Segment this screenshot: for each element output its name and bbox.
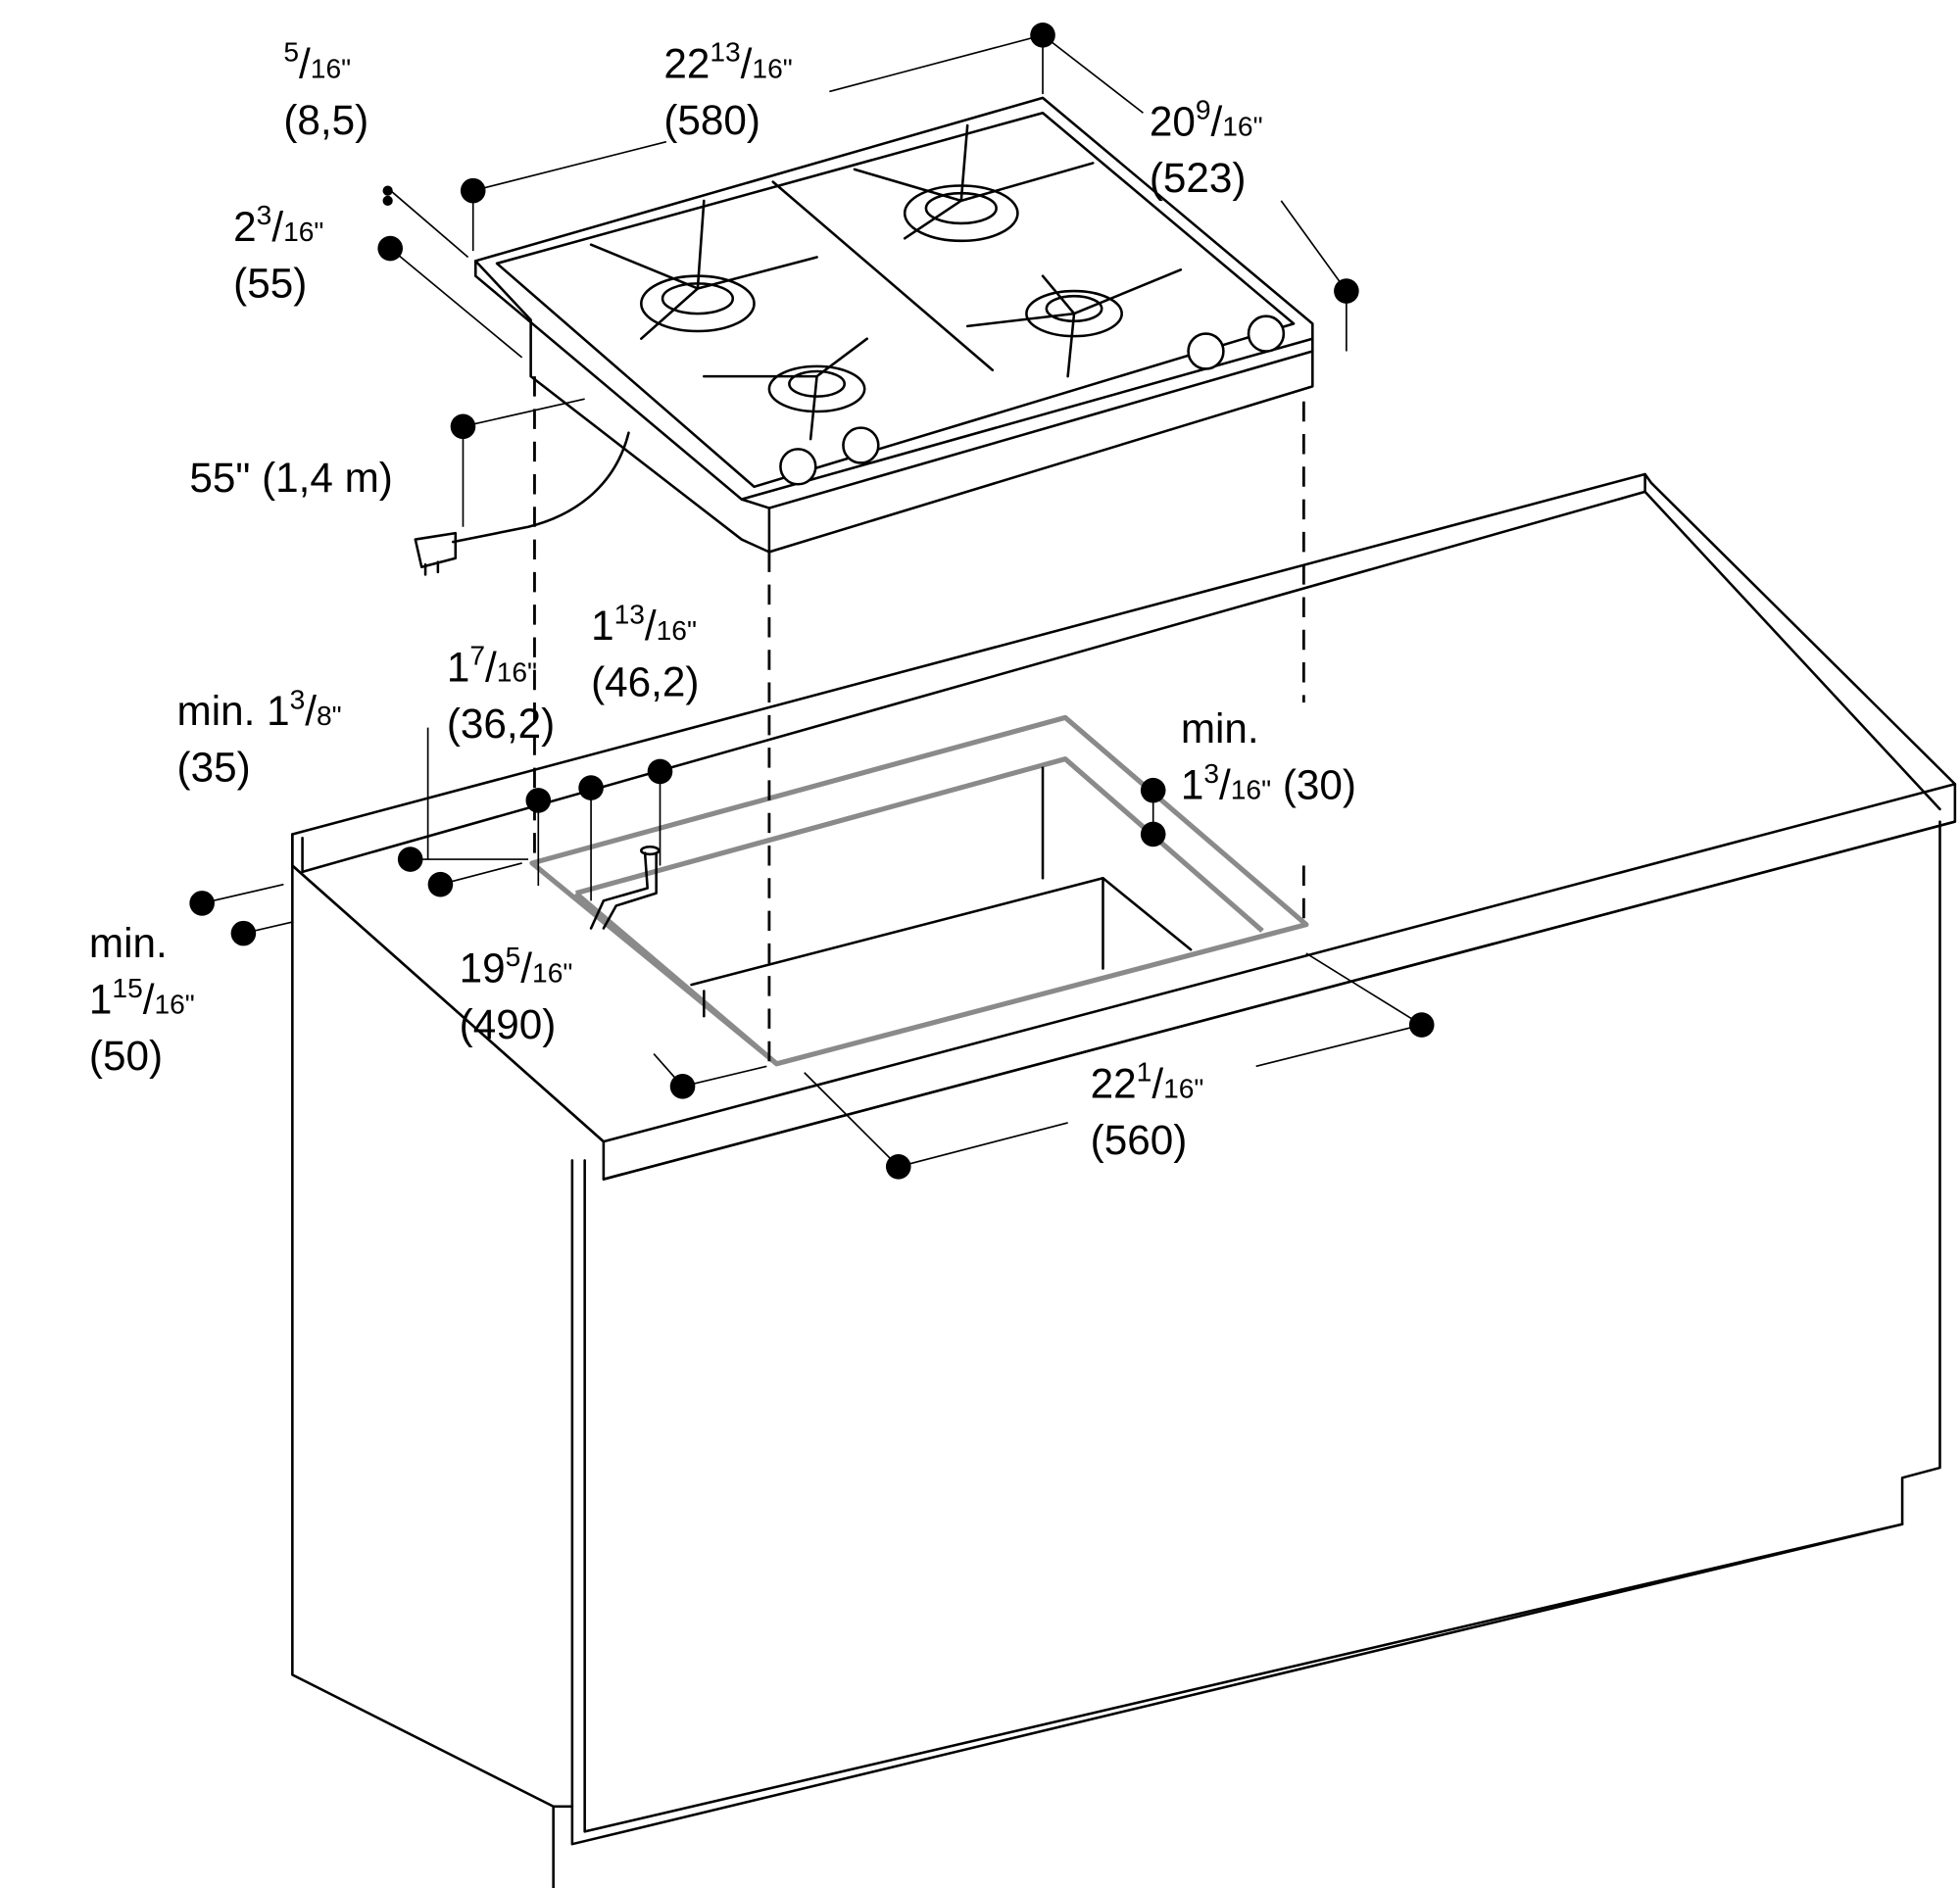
label-cutout-offset-36: 17/16" (36,2) [447,641,555,747]
fraction-numerator: 3 [1203,758,1219,789]
control-knobs [779,315,1286,486]
label-text: min. 1 [177,688,290,734]
fraction-numerator: 5 [506,942,521,972]
fraction-slash: / [741,40,753,86]
projection-lines [533,376,1305,1064]
label-height-cooktop: 23/16" (55) [233,200,323,306]
fraction-numerator: 3 [290,684,306,714]
label-plate-thickness: 5/16" (8,5) [283,37,368,143]
dimension-dot [230,920,257,946]
label-text: (490) [460,1001,557,1047]
label-text: 1 [1181,762,1204,808]
label-text: 1 [447,644,470,690]
fraction-numerator: 3 [257,200,272,230]
label-text: (8,5) [283,97,368,143]
label-cord-length: 55" (1,4 m) [189,455,393,501]
fraction-numerator: 13 [710,37,740,68]
label-cutout-offset-46: 113/16" (46,2) [591,599,699,704]
label-text: 1 [89,977,112,1023]
label-text: 2 [233,204,257,250]
dimension-dot [1408,1012,1435,1038]
dimension-markers [189,23,1435,1180]
fraction-denominator: 16" [752,53,792,83]
grates [589,123,1183,441]
fraction-slash: / [1219,762,1231,808]
counter-cutout [529,714,1309,1067]
label-cutout-depth: 195/16" (490) [460,942,573,1047]
fraction-denominator: 16" [1163,1073,1203,1103]
dimension-dot [669,1074,696,1099]
fraction-denominator: 16" [311,53,351,83]
label-text: 1 [591,603,614,649]
cabinet [291,472,1957,1888]
fraction-numerator: 9 [1196,95,1211,125]
label-depth-cooktop: 209/16" (523) [1150,95,1263,201]
fraction-numerator: 13 [614,599,645,629]
dimension-dot [189,891,215,916]
fraction-numerator: 5 [283,37,299,68]
dimension-dot [1140,821,1166,847]
label-text: min. [89,920,168,966]
label-text: (560) [1091,1117,1188,1163]
fraction-slash: / [299,40,311,86]
fraction-slash: / [485,644,497,690]
label-text: (523) [1150,155,1247,201]
fraction-denominator: 16" [1231,775,1271,805]
fraction-numerator: 15 [112,973,142,1003]
dimension-dot [1140,777,1166,803]
fraction-slash: / [520,945,532,992]
label-text: (50) [89,1033,163,1079]
fraction-denominator: 16" [497,656,537,687]
label-text: (46,2) [591,659,699,705]
label-text: (35) [177,745,251,791]
label-text: min. [1181,705,1259,751]
dimension-dot [397,847,423,872]
fraction-denominator: 16" [154,990,194,1020]
label-text: (30) [1271,762,1356,808]
dimension-dot [382,195,393,206]
fraction-numerator: 1 [1137,1057,1152,1088]
plug-icon [414,531,458,576]
fraction-slash: / [305,688,317,734]
label-min-counter-50: min. 115/16" (50) [89,920,195,1079]
label-text: 22 [663,40,710,86]
label-text: (55) [233,260,307,306]
fraction-denominator: 16" [657,615,697,646]
dimension-dot [1030,23,1055,48]
dimension-dot [525,788,552,813]
dimension-dot [382,185,393,196]
fraction-slash: / [1152,1060,1163,1106]
dimension-dot [460,177,486,204]
label-min-front-35: min. 13/8" (35) [177,684,342,790]
label-text: 55" (1,4 m) [189,455,393,501]
label-text: 19 [460,945,506,992]
label-cutout-width: 221/16" (560) [1091,1057,1204,1163]
dimension-dot [647,758,673,785]
dimension-dot [1334,278,1359,304]
fraction-slash: / [1211,98,1223,144]
label-width-cooktop: 2213/16" (580) [663,37,792,143]
label-min-side-30: min. 13/16" (30) [1181,705,1356,808]
fraction-denominator: 16" [1222,111,1262,141]
dimension-dot [427,871,454,897]
fraction-slash: / [271,204,283,250]
dimension-dot [578,775,604,800]
label-text: 20 [1150,98,1196,144]
dimension-dot [377,235,404,262]
power-cord [451,431,630,544]
fraction-numerator: 7 [469,641,485,671]
gas-pipe [589,851,658,930]
fraction-slash: / [645,603,657,649]
label-text: (580) [663,97,760,143]
fraction-denominator: 16" [532,958,572,989]
fraction-denominator: 16" [283,217,323,247]
fraction-slash: / [143,977,155,1023]
fraction-denominator: 8" [317,701,342,731]
dimension-labels: 2213/16"(580)209/16"(523)5/16"(8,5)23/16… [89,37,1356,1163]
cooktop [414,96,1314,576]
dimension-dot [450,413,476,440]
label-text: (36,2) [447,701,555,747]
label-text: 22 [1091,1060,1137,1106]
dimension-dot [885,1153,911,1180]
